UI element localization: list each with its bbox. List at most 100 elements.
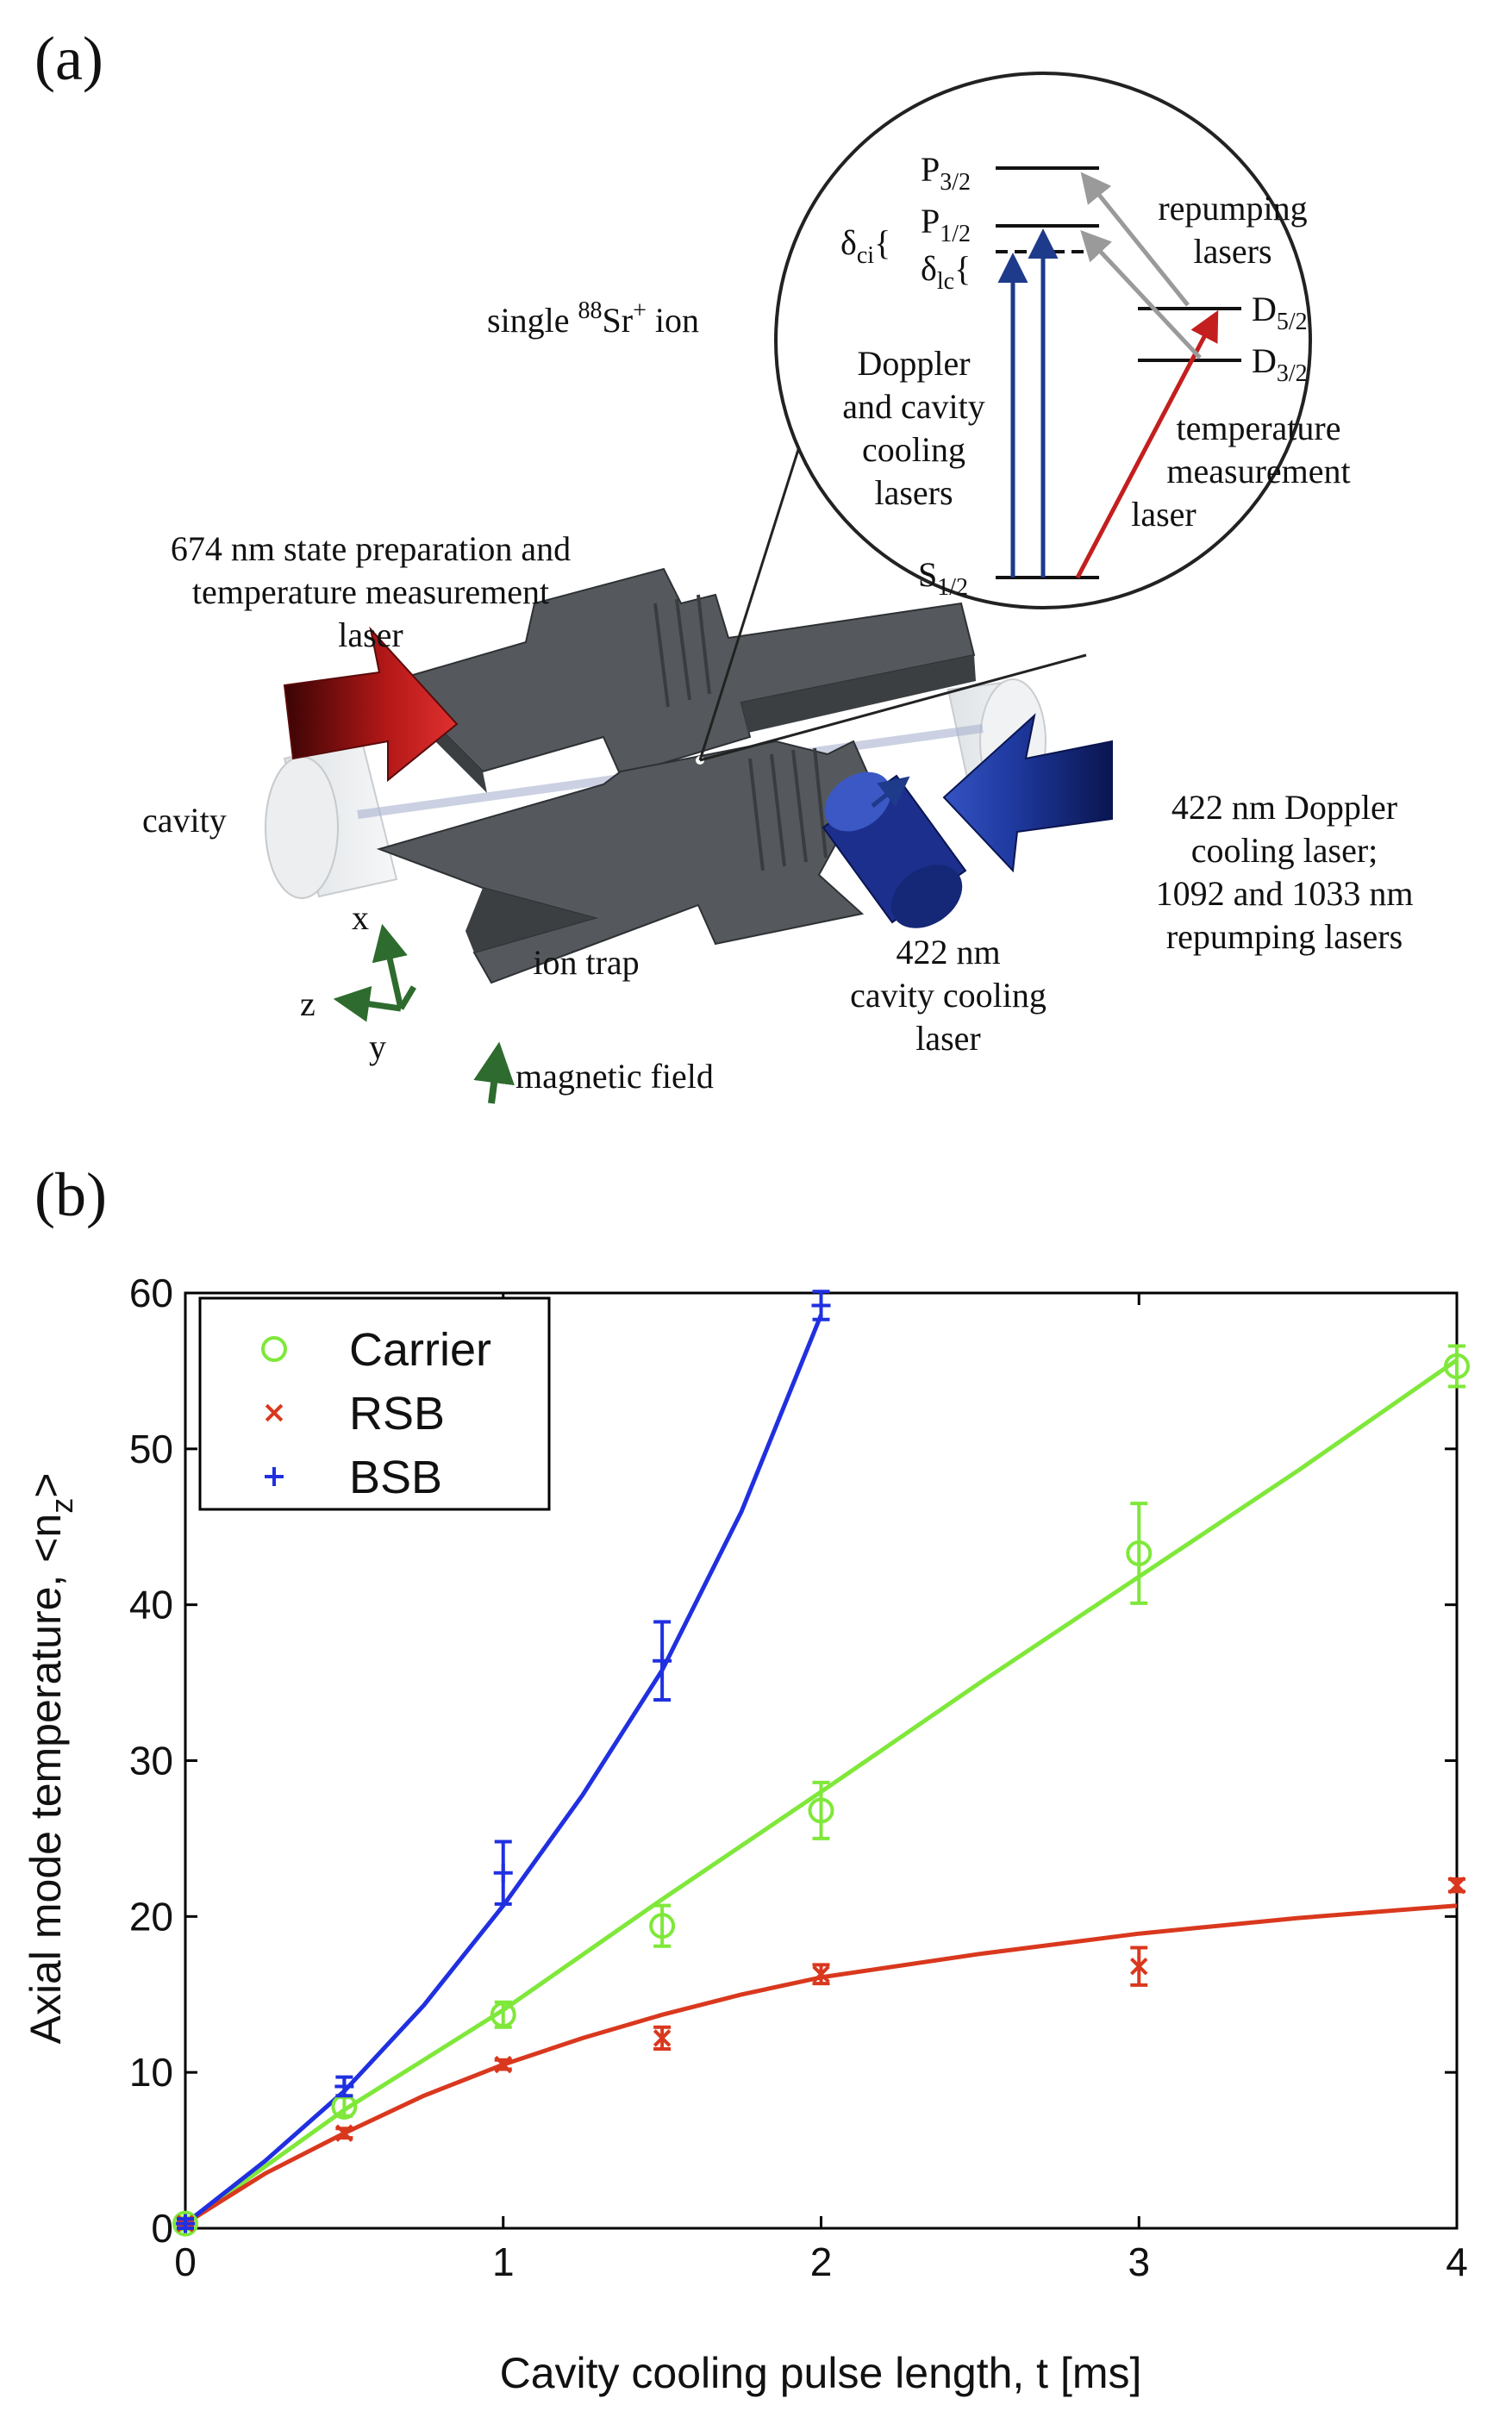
svg-text:repumping: repumping xyxy=(1158,189,1307,228)
fit-line-rsb xyxy=(184,1903,1458,2226)
error-bar-carrier xyxy=(812,1780,830,1840)
y-tick-label: 0 xyxy=(151,2206,173,2251)
axis-x-label: x xyxy=(352,898,369,937)
level-diagram-inset: P3/2 P1/2 δci{ δlc{ D5/2 D3/2 S1/2 repum… xyxy=(774,72,1351,609)
data-point-bsb xyxy=(811,1296,831,1315)
red-laser-arrow xyxy=(283,626,459,783)
svg-text:measurement: measurement xyxy=(1166,452,1350,490)
svg-text:temperature: temperature xyxy=(1177,409,1341,447)
svg-text:cooling: cooling xyxy=(862,430,965,469)
repump-arrow-d52 xyxy=(1080,172,1190,307)
repump-arrow-d32 xyxy=(1080,229,1202,359)
legend-box xyxy=(198,1296,551,1511)
data-point-bsb xyxy=(334,2077,354,2096)
axis-y-label: y xyxy=(369,1027,386,1066)
data-point-carrier xyxy=(649,1913,676,1939)
temperature-measurement-arrow xyxy=(1075,309,1219,579)
data-point-rsb xyxy=(653,2029,672,2047)
data-point-carrier xyxy=(172,2210,198,2237)
legend-marker-carrier xyxy=(261,1336,287,1362)
cavity-label: cavity xyxy=(142,801,227,840)
cavity-cooling-laser-body xyxy=(822,771,967,928)
label-delta-lc: δlc{ xyxy=(921,249,971,295)
x-tick-label: 0 xyxy=(174,2239,197,2284)
coordinate-axes: x z y xyxy=(300,898,417,1066)
svg-text:laser: laser xyxy=(338,615,403,654)
data-point-carrier xyxy=(808,1797,834,1824)
legend-label-carrier: Carrier xyxy=(349,1324,491,1376)
temp-measurement-label: temperature measurement laser xyxy=(1131,409,1350,534)
zoom-line-right xyxy=(699,653,1087,762)
svg-text:lasers: lasers xyxy=(874,473,953,512)
svg-text:674 nm state preparation and: 674 nm state preparation and xyxy=(171,529,571,568)
svg-text:lasers: lasers xyxy=(1193,232,1271,271)
svg-text:422 nm: 422 nm xyxy=(896,933,1000,971)
legend-label-rsb: RSB xyxy=(349,1388,445,1440)
axis-z-label: z xyxy=(300,984,316,1023)
repumping-lasers-label: repumping lasers xyxy=(1158,189,1307,271)
doppler-cavity-cooling-label: Doppler and cavity cooling lasers xyxy=(842,344,985,512)
magnetic-field-label: magnetic field xyxy=(515,1057,714,1096)
doppler-laser-label: 422 nm Doppler cooling laser; 1092 and 1… xyxy=(1156,788,1414,956)
error-bar-carrier xyxy=(1448,1344,1465,1389)
y-tick-label: 60 xyxy=(129,1271,173,1315)
legend-label-bsb: BSB xyxy=(349,1452,442,1503)
y-tick-label: 40 xyxy=(129,1583,173,1627)
label-d52: D5/2 xyxy=(1252,290,1308,335)
svg-text:cavity cooling: cavity cooling xyxy=(850,976,1047,1015)
data-point-rsb xyxy=(335,2124,353,2142)
error-bar-carrier xyxy=(1130,1502,1148,1605)
label-p12: P1/2 xyxy=(921,202,971,247)
x-tick-label: 3 xyxy=(1128,2239,1150,2284)
legend-marker-bsb xyxy=(265,1467,284,1486)
label-d32: D3/2 xyxy=(1252,341,1308,387)
label-delta-ci: δci{ xyxy=(840,223,890,269)
y-tick-label: 10 xyxy=(129,2050,173,2095)
error-bar-carrier xyxy=(653,1903,672,1948)
data-point-bsb xyxy=(176,2214,195,2233)
blue-doppler-arrow xyxy=(942,713,1113,873)
svg-text:laser: laser xyxy=(915,1019,981,1058)
data-point-carrier xyxy=(1126,1540,1153,1566)
data-point-bsb xyxy=(653,1651,672,1671)
panel-a-label: (a) xyxy=(34,24,103,93)
ion-label: single 88Sr+ ion xyxy=(487,297,699,340)
svg-text:laser: laser xyxy=(1131,495,1196,534)
y-axis-label: Axial mode temperature, <nz> xyxy=(22,1473,79,2045)
data-point-bsb xyxy=(493,1863,513,1883)
svg-text:and cavity: and cavity xyxy=(842,387,985,426)
x-tick-label: 1 xyxy=(492,2239,515,2284)
ion-trap-label: ion trap xyxy=(533,943,639,982)
y-tick-label: 20 xyxy=(129,1894,173,1939)
data-point-rsb xyxy=(494,2055,512,2074)
cavity-cooling-laser-label: 422 nm cavity cooling laser xyxy=(850,933,1047,1058)
data-points xyxy=(172,1290,1470,2237)
svg-text:422 nm Doppler: 422 nm Doppler xyxy=(1171,788,1397,827)
panel-a: (a) xyxy=(34,24,1414,1104)
data-point-carrier xyxy=(1444,1352,1470,1379)
ion-trap-electrodes xyxy=(376,567,976,984)
svg-text:cooling laser;: cooling laser; xyxy=(1191,831,1378,870)
x-tick-label: 4 xyxy=(1446,2239,1468,2284)
panel-b-label: (b) xyxy=(34,1160,107,1229)
y-tick-label: 30 xyxy=(129,1739,173,1783)
legend-marker-rsb xyxy=(265,1403,284,1422)
y-tick-label: 50 xyxy=(129,1427,173,1471)
label-p32: P3/2 xyxy=(921,150,971,196)
x-tick-label: 2 xyxy=(810,2239,833,2284)
data-point-rsb xyxy=(1130,1957,1148,1976)
svg-text:repumping lasers: repumping lasers xyxy=(1166,917,1403,956)
label-s12: S1/2 xyxy=(918,555,968,601)
svg-text:Doppler: Doppler xyxy=(857,344,970,383)
state-prep-laser-label: 674 nm state preparation and temperature… xyxy=(171,529,571,654)
x-axis-label: Cavity cooling pulse length, t [ms] xyxy=(500,2349,1142,2397)
magnetic-field-indicator: magnetic field xyxy=(473,1041,714,1104)
svg-text:1092 and 1033 nm: 1092 and 1033 nm xyxy=(1156,874,1414,913)
data-point-carrier xyxy=(490,2002,516,2028)
data-point-rsb xyxy=(1447,1876,1466,1895)
